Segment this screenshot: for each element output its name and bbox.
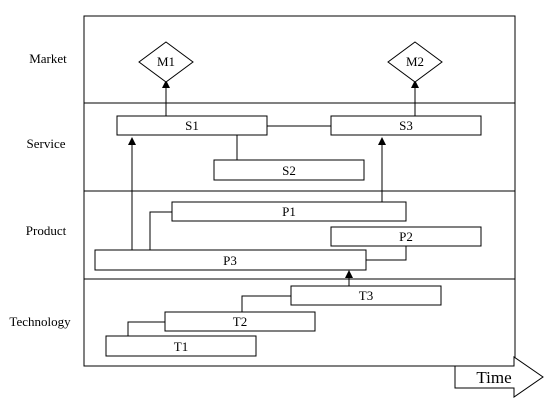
time-arrow-label: Time [476,368,511,387]
node-m1 [138,41,194,83]
lane-label-service: Service [27,136,66,151]
node-p3-label: P3 [223,253,237,268]
link-t2-t3 [241,295,291,312]
node-t3-label: T3 [359,288,373,303]
node-p1 [171,201,407,222]
node-m2 [387,41,443,83]
lane-label-market: Market [29,51,67,66]
node-p2-label: P2 [399,229,413,244]
lane-label-technology: Technology [9,314,71,329]
link-t1-t2 [127,321,165,336]
node-p3 [94,249,367,271]
link-p3-p1 [149,211,172,250]
node-t1 [105,335,257,357]
node-m1-label: M1 [157,54,175,69]
node-s1 [116,115,268,136]
node-t3 [290,285,442,306]
node-s3-label: S3 [399,118,413,133]
node-s3 [330,115,482,136]
node-s2 [213,159,365,181]
node-t2 [164,311,316,332]
node-p1-label: P1 [282,204,296,219]
lane-label-product: Product [26,223,67,238]
node-t2-label: T2 [233,314,247,329]
node-p2 [330,226,482,247]
link-p2-p3 [366,246,407,261]
node-m2-label: M2 [406,54,424,69]
time-arrow [454,356,544,398]
node-s1-label: S1 [185,118,199,133]
node-s2-label: S2 [282,163,296,178]
node-t1-label: T1 [174,339,188,354]
